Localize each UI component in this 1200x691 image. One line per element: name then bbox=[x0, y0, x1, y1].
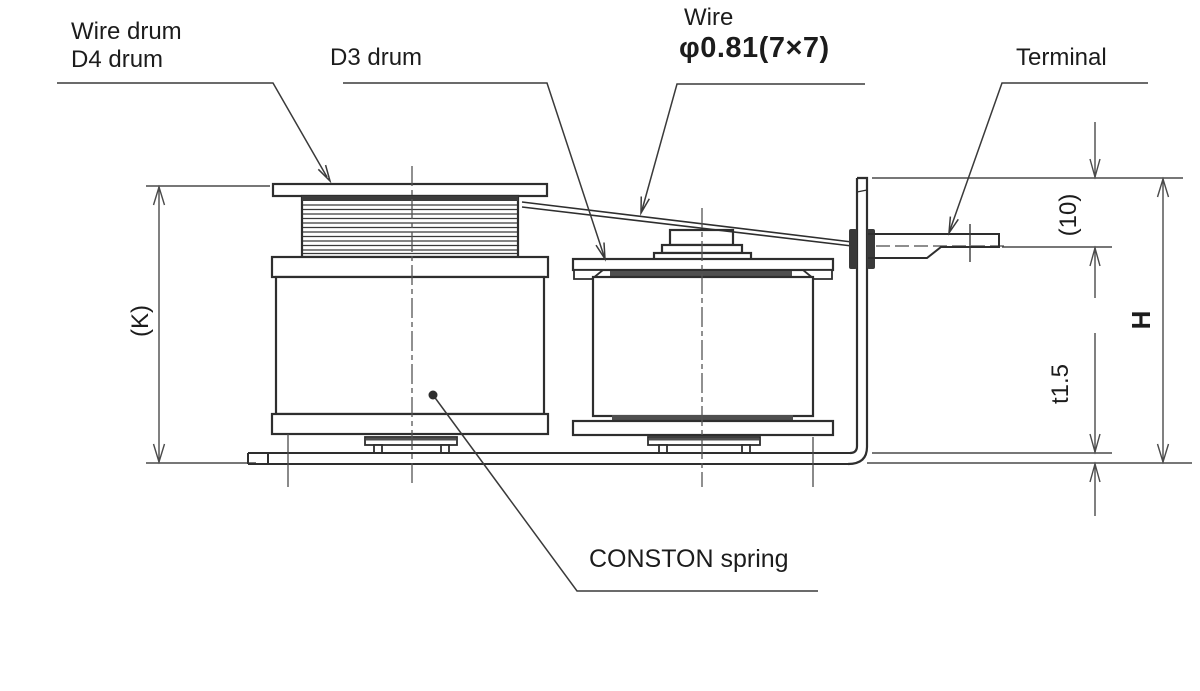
label-wire-drum: Wire drum D4 drum bbox=[71, 18, 182, 74]
dim-h-label: H bbox=[1125, 310, 1156, 330]
dim-t15-label: t1.5 bbox=[1047, 363, 1074, 405]
label-wire-drum-line2: D4 drum bbox=[71, 46, 164, 73]
label-wire: Wire bbox=[684, 4, 734, 31]
d3-drum bbox=[571, 228, 835, 454]
label-wire-spec: φ0.81(7×7) bbox=[679, 32, 830, 64]
terminal-part bbox=[868, 224, 1000, 262]
label-d3-drum: D3 drum bbox=[330, 44, 423, 71]
stud-lines bbox=[287, 434, 814, 487]
centerlines bbox=[411, 166, 703, 487]
label-terminal: Terminal bbox=[1016, 44, 1107, 71]
dim-k-label: (K) bbox=[127, 305, 154, 337]
dimension-lines bbox=[146, 122, 1192, 516]
d4-coil-winding bbox=[302, 196, 518, 255]
mount-bracket bbox=[847, 176, 869, 466]
wire-lines bbox=[521, 201, 853, 247]
label-conston-spring: CONSTON spring bbox=[589, 545, 789, 573]
label-wire-drum-line1: Wire drum bbox=[71, 18, 182, 45]
base-plate bbox=[247, 452, 852, 465]
dim-10-label: (10) bbox=[1055, 193, 1082, 237]
leader-lines bbox=[57, 82, 1148, 592]
d4-drum bbox=[270, 182, 550, 454]
